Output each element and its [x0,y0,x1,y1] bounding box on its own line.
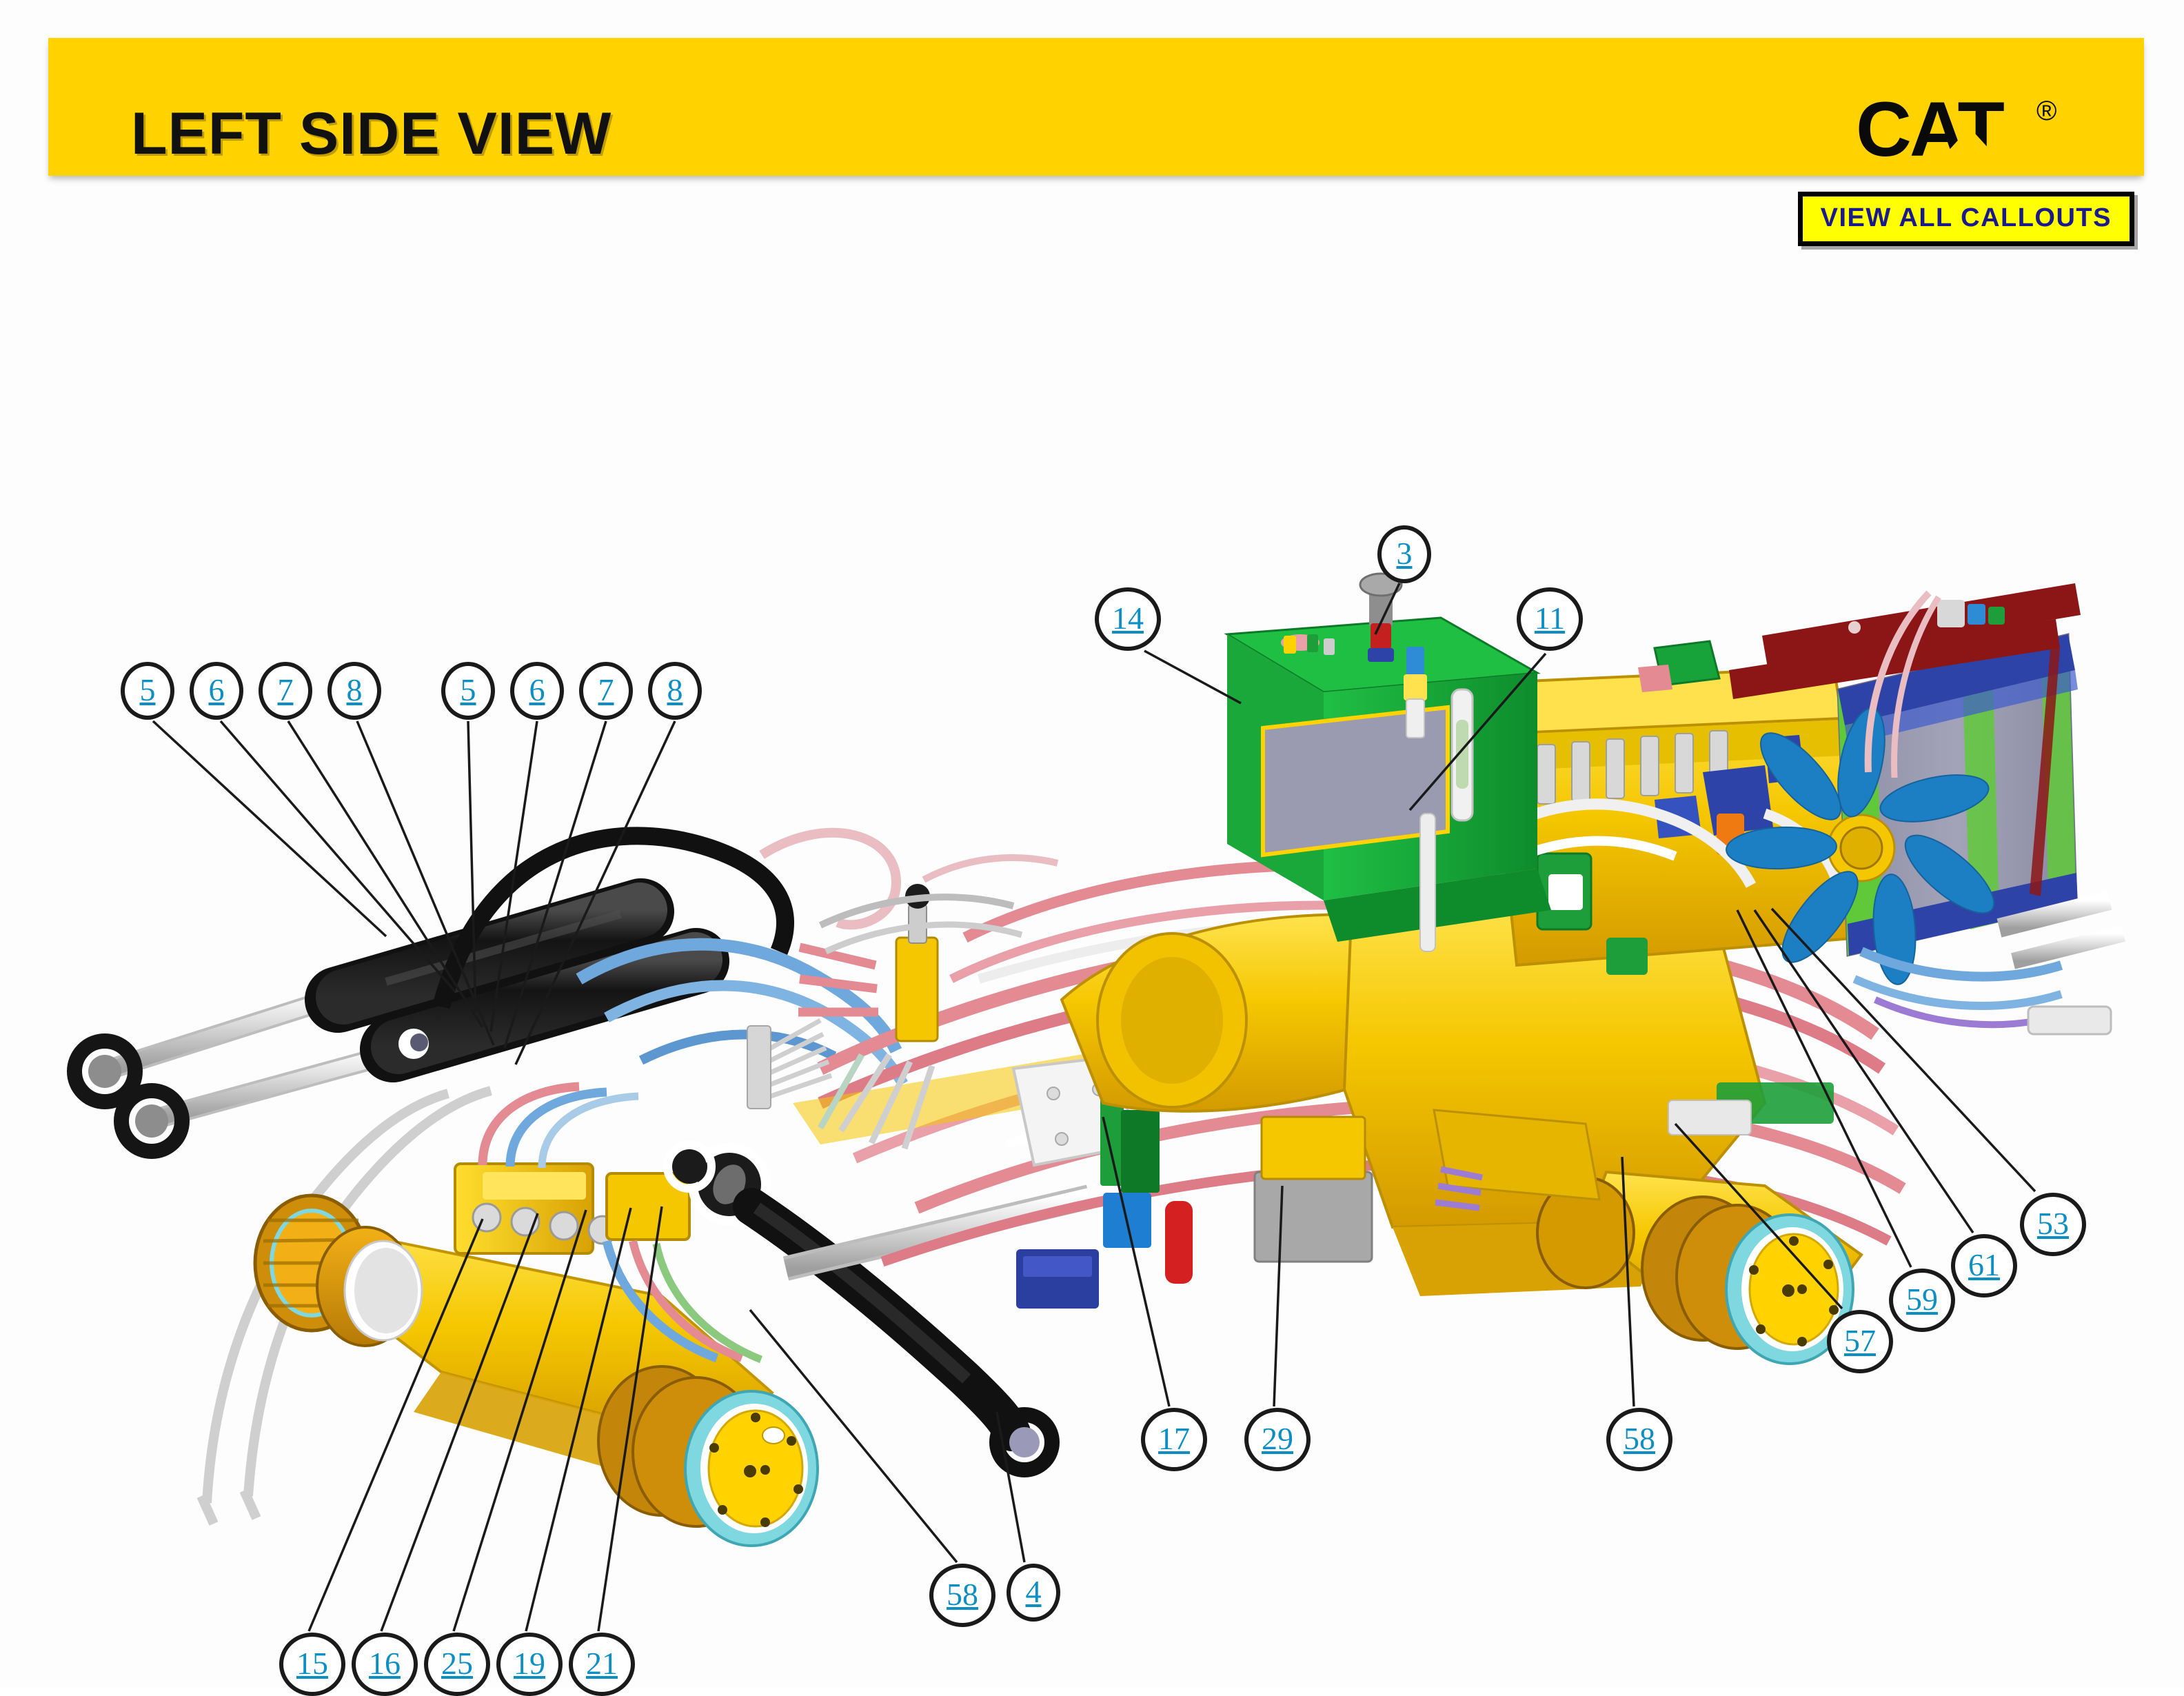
callout-number: 6 [208,672,225,707]
callout-number: 7 [598,672,614,707]
callout-58[interactable]: 58 [1606,1408,1672,1471]
callout-number: 61 [1968,1246,2000,1282]
callout-61[interactable]: 61 [1951,1234,2017,1298]
header-bar: LEFT SIDE VIEW CAT ® [48,38,2144,176]
callout-number: 5 [460,672,476,707]
callout-5[interactable]: 5 [121,662,174,720]
machine-illustration [0,207,2184,1688]
callout-number: 57 [1844,1322,1876,1358]
callout-59[interactable]: 59 [1889,1269,1955,1332]
front-axle-assembly [253,1082,1093,1547]
callout-53[interactable]: 53 [2020,1193,2086,1256]
callout-57[interactable]: 57 [1827,1310,1893,1373]
callout-7[interactable]: 7 [579,662,633,720]
callout-number: 15 [296,1645,328,1681]
callout-8[interactable]: 8 [648,662,702,720]
callout-number: 29 [1262,1420,1293,1456]
callout-number: 58 [1624,1420,1655,1456]
callout-14[interactable]: 14 [1095,587,1161,651]
callout-17[interactable]: 17 [1141,1408,1207,1471]
front-hydraulic-cylinders [67,827,908,1526]
callout-number: 6 [529,672,545,707]
callout-19[interactable]: 19 [496,1633,563,1696]
view-all-callouts-label: VIEW ALL CALLOUTS [1820,203,2112,232]
callout-number: 19 [514,1645,545,1681]
callout-number: 5 [139,672,156,707]
callout-number: 4 [1025,1573,1042,1609]
callout-6[interactable]: 6 [190,662,243,720]
callout-number: 8 [346,672,363,707]
callout-58[interactable]: 58 [929,1564,995,1627]
callout-number: 14 [1112,600,1144,636]
wire-bundles [747,854,1834,1135]
callout-15[interactable]: 15 [279,1633,345,1696]
callout-number: 11 [1534,600,1566,636]
callout-7[interactable]: 7 [259,662,312,720]
callout-number: 58 [947,1576,978,1612]
callout-4[interactable]: 4 [1007,1564,1060,1622]
callout-11[interactable]: 11 [1517,587,1583,651]
callout-16[interactable]: 16 [352,1633,418,1696]
green-tank [1224,572,1551,952]
transmission-housing [1060,894,1863,1365]
callout-5[interactable]: 5 [441,662,495,720]
callout-number: 25 [441,1645,473,1681]
callout-21[interactable]: 21 [569,1633,635,1696]
callout-number: 7 [277,672,294,707]
callout-number: 3 [1396,535,1413,571]
callout-number: 21 [586,1645,618,1681]
callout-6[interactable]: 6 [510,662,564,720]
page-title: LEFT SIDE VIEW [131,101,612,167]
callout-number: 59 [1906,1281,1938,1317]
callout-number: 53 [2037,1205,2069,1241]
cat-logo: CAT ® [1856,91,2063,181]
view-all-callouts-button[interactable]: VIEW ALL CALLOUTS [1797,192,2134,246]
callout-number: 8 [667,672,683,707]
callout-number: 17 [1158,1420,1190,1456]
registered-trademark-icon: ® [2036,96,2057,126]
cat-triangle-icon [1933,128,2006,168]
machine-assembly-drawing [67,572,2125,1632]
callout-3[interactable]: 3 [1377,525,1431,583]
callout-25[interactable]: 25 [424,1633,490,1696]
callout-8[interactable]: 8 [327,662,381,720]
callout-number: 16 [369,1645,401,1681]
callout-leader-lines [152,583,2036,1632]
callout-29[interactable]: 29 [1244,1408,1311,1471]
